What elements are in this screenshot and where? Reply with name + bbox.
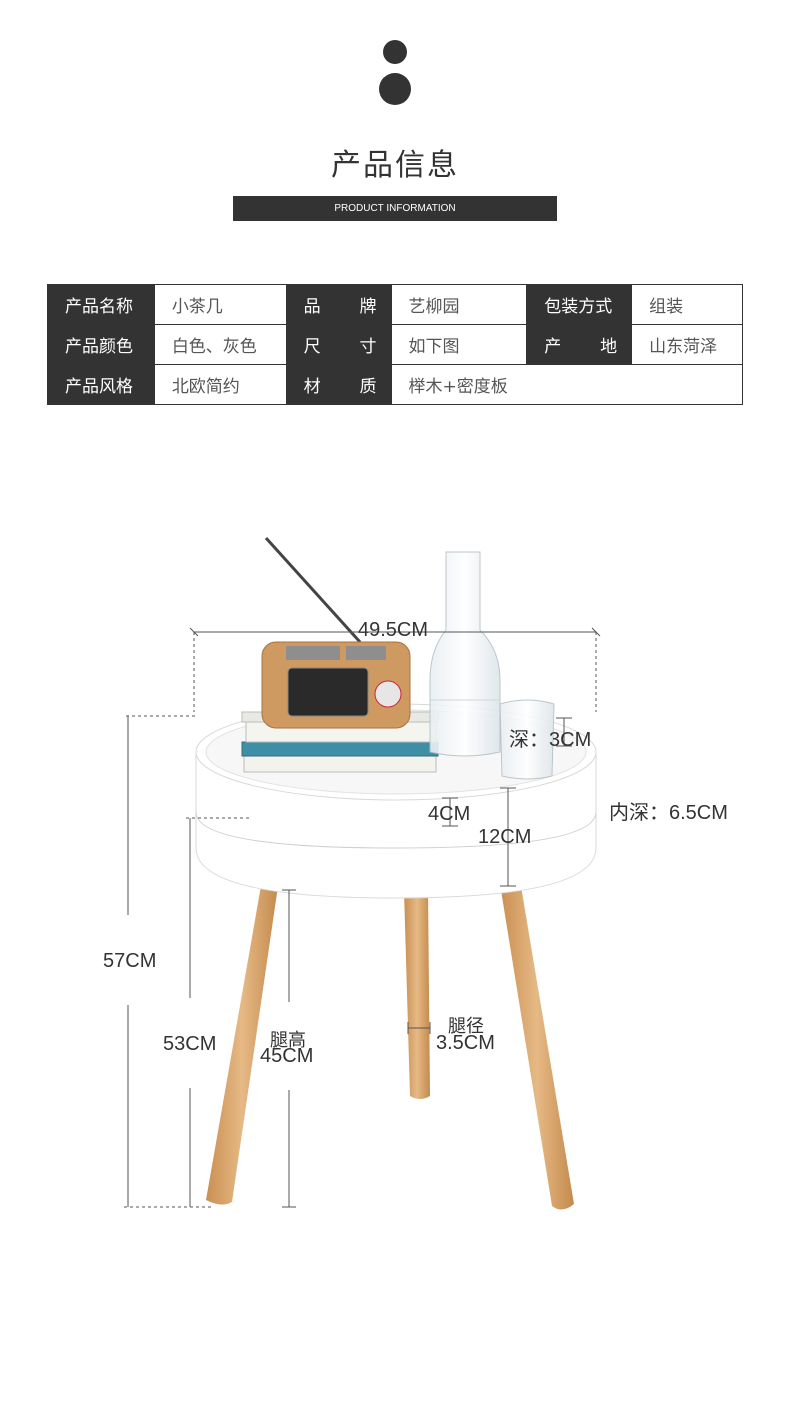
color-value: 白色、灰色 [153,324,287,365]
size-value: 如下图 [390,324,528,365]
page-subtitle: PRODUCT INFORMATION [233,196,557,221]
page-title: 产品信息 [331,148,459,183]
color-key: 产品颜色 [47,324,155,365]
glass-bottle [429,551,501,757]
packaging-value: 组装 [631,284,743,325]
table-legs [206,880,574,1210]
body-height-label: 12CM [478,826,532,848]
leg-height-caption: 腿高 [270,1030,306,1050]
leg-diameter-caption: 腿径 [448,1016,484,1036]
product-name-key: 产品名称 [47,284,155,325]
tray-depth-label: 深：3CM [509,729,592,751]
product-name-value: 小茶几 [153,284,287,325]
radio [261,536,411,729]
product-info-table: 产品名称 小茶几 品牌 艺柳园 包装方式 组装 产品颜色 白色、灰色 尺寸 如下… [47,284,743,405]
brand-key: 品牌 [285,284,392,325]
inner-depth-label: 内深：6.5CM [609,802,728,824]
material-value: 榉木+密度板 [390,364,743,405]
decor-dot-large [379,73,411,105]
diameter-label: 49.5CM [358,619,429,641]
size-key: 尺寸 [285,324,392,365]
table-row: 产品颜色 白色、灰色 尺寸 如下图 产地 山东菏泽 [47,324,743,365]
dimension-lines [124,627,601,1208]
style-key: 产品风格 [47,364,155,405]
packaging-key: 包装方式 [526,284,633,325]
origin-value: 山东菏泽 [631,324,743,365]
table-row: 产品风格 北欧简约 材质 榉木+密度板 [47,364,743,405]
total-height-label: 57CM [103,950,157,972]
drinking-glass [499,699,555,780]
lower-height-label: 53CM [163,1033,217,1055]
table-row: 产品名称 小茶几 品牌 艺柳园 包装方式 组装 [47,284,743,325]
leg-height-label: 45CM [260,1045,314,1067]
leg-diameter-label: 3.5CM [436,1032,495,1054]
tray-thickness-label: 4CM [428,803,471,825]
material-key: 材质 [285,364,392,405]
decor-dot-small [383,40,407,64]
